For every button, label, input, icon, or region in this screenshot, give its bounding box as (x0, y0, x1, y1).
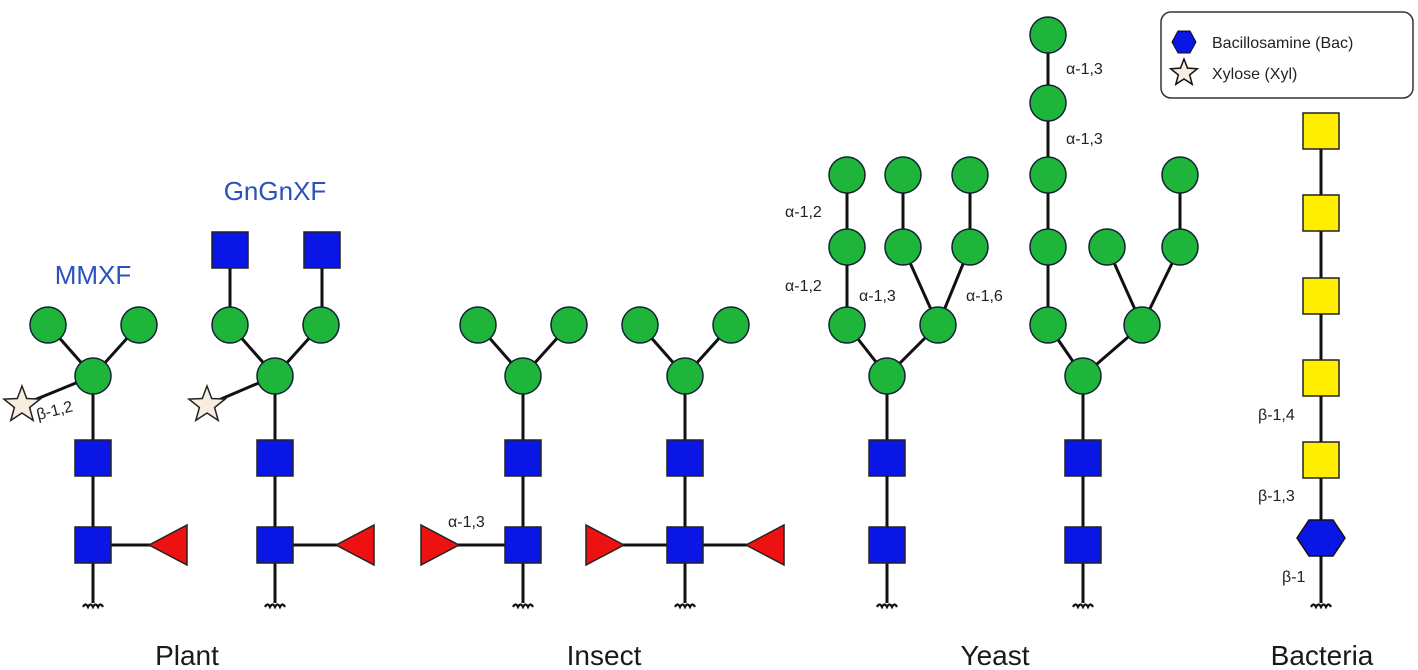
legend-box (1160, 11, 1414, 99)
hexagon-icon (1171, 30, 1197, 54)
mannose-circle-icon (459, 306, 497, 344)
mannose-circle-icon (1029, 156, 1067, 194)
glcnac-square-icon (256, 439, 294, 477)
mannose-circle-icon (550, 306, 588, 344)
xylose-star-icon (186, 383, 228, 423)
mannose-circle-icon (1123, 306, 1161, 344)
mannose-circle-icon (211, 306, 249, 344)
mannose-circle-icon (951, 228, 989, 266)
reducing-end-squiggle-icon (876, 603, 898, 610)
mannose-circle-icon (884, 156, 922, 194)
linkage-label-yeast2-a: α-1,3 (1066, 61, 1103, 78)
mannose-circle-icon (828, 228, 866, 266)
glcnac-square-icon (303, 231, 341, 269)
glcnac-square-icon (868, 526, 906, 564)
linkage-label-insect-fuc: α-1,3 (448, 514, 485, 531)
yellow-square-icon (1302, 277, 1340, 315)
fucose-triangle-icon (147, 523, 188, 567)
mannose-circle-icon (120, 306, 158, 344)
linkage-label-yeast2-b: α-1,3 (1066, 131, 1103, 148)
mannose-circle-icon (256, 357, 294, 395)
mannose-circle-icon (1064, 357, 1102, 395)
yellow-square-icon (1302, 194, 1340, 232)
reducing-end-squiggle-icon (264, 603, 286, 610)
mannose-circle-icon (951, 156, 989, 194)
mannose-circle-icon (74, 357, 112, 395)
linkage-label-bact-a: β-1,4 (1258, 407, 1295, 424)
linkage-label-bact-b: β-1,3 (1258, 488, 1295, 505)
reducing-end-squiggle-icon (674, 603, 696, 610)
legend: Bacillosamine (Bac) Xylose (Xyl) (1160, 11, 1414, 99)
legend-label-bac: Bacillosamine (Bac) (1212, 35, 1353, 52)
glcnac-square-icon (256, 526, 294, 564)
title-gngnxf: GnGnXF (224, 176, 327, 206)
glcnac-square-icon (666, 439, 704, 477)
glcnac-square-icon (504, 439, 542, 477)
mannose-circle-icon (1161, 228, 1199, 266)
group-label-yeast: Yeast (960, 640, 1029, 670)
linkage-label-yeast1-a: α-1,2 (785, 204, 822, 221)
mannose-circle-icon (621, 306, 659, 344)
mannose-circle-icon (1029, 306, 1067, 344)
fucose-triangle-icon (744, 523, 785, 567)
mannose-circle-icon (29, 306, 67, 344)
mannose-circle-icon (1029, 16, 1067, 54)
linkage-label-yeast1-d: α-1,6 (966, 288, 1003, 305)
glcnac-square-icon (1064, 439, 1102, 477)
reducing-end-squiggle-icon (1310, 603, 1332, 610)
reducing-end-squiggle-icon (1072, 603, 1094, 610)
yellow-square-icon (1302, 112, 1340, 150)
mannose-circle-icon (1029, 228, 1067, 266)
glcnac-square-icon (211, 231, 249, 269)
mannose-circle-icon (828, 156, 866, 194)
glcnac-square-icon (74, 439, 112, 477)
fucose-triangle-icon (585, 523, 626, 567)
bacillosamine-hexagon-icon (1296, 519, 1346, 557)
star-icon (1168, 56, 1200, 86)
glcnac-square-icon (504, 526, 542, 564)
mannose-circle-icon (868, 357, 906, 395)
fucose-triangle-icon (420, 523, 461, 567)
title-mmxf: MMXF (55, 260, 132, 290)
yellow-square-icon (1302, 441, 1340, 479)
group-label-plant: Plant (155, 640, 219, 670)
fucose-triangle-icon (334, 523, 375, 567)
mannose-circle-icon (1088, 228, 1126, 266)
residues-layer (1, 16, 1346, 567)
mannose-circle-icon (828, 306, 866, 344)
mannose-circle-icon (666, 357, 704, 395)
reducing-end-squiggle-icon (512, 603, 534, 610)
mannose-circle-icon (1161, 156, 1199, 194)
mannose-circle-icon (884, 228, 922, 266)
mannose-circle-icon (712, 306, 750, 344)
xylose-star-icon (1, 383, 43, 423)
legend-label-xyl: Xylose (Xyl) (1212, 66, 1297, 83)
reducing-end-squiggle-icon (82, 603, 104, 610)
group-label-bacteria: Bacteria (1271, 640, 1374, 670)
glcnac-square-icon (868, 439, 906, 477)
glcnac-square-icon (666, 526, 704, 564)
yellow-square-icon (1302, 359, 1340, 397)
mannose-circle-icon (1029, 84, 1067, 122)
mannose-circle-icon (504, 357, 542, 395)
glcnac-square-icon (74, 526, 112, 564)
mannose-circle-icon (919, 306, 957, 344)
group-label-insect: Insect (567, 640, 642, 670)
linkage-label-xyl: β-1,2 (35, 398, 75, 423)
linkage-label-bact-c: β-1 (1282, 569, 1306, 586)
glcnac-square-icon (1064, 526, 1102, 564)
linkage-label-yeast1-c: α-1,3 (859, 288, 896, 305)
linkage-label-yeast1-b: α-1,2 (785, 278, 822, 295)
mannose-circle-icon (302, 306, 340, 344)
